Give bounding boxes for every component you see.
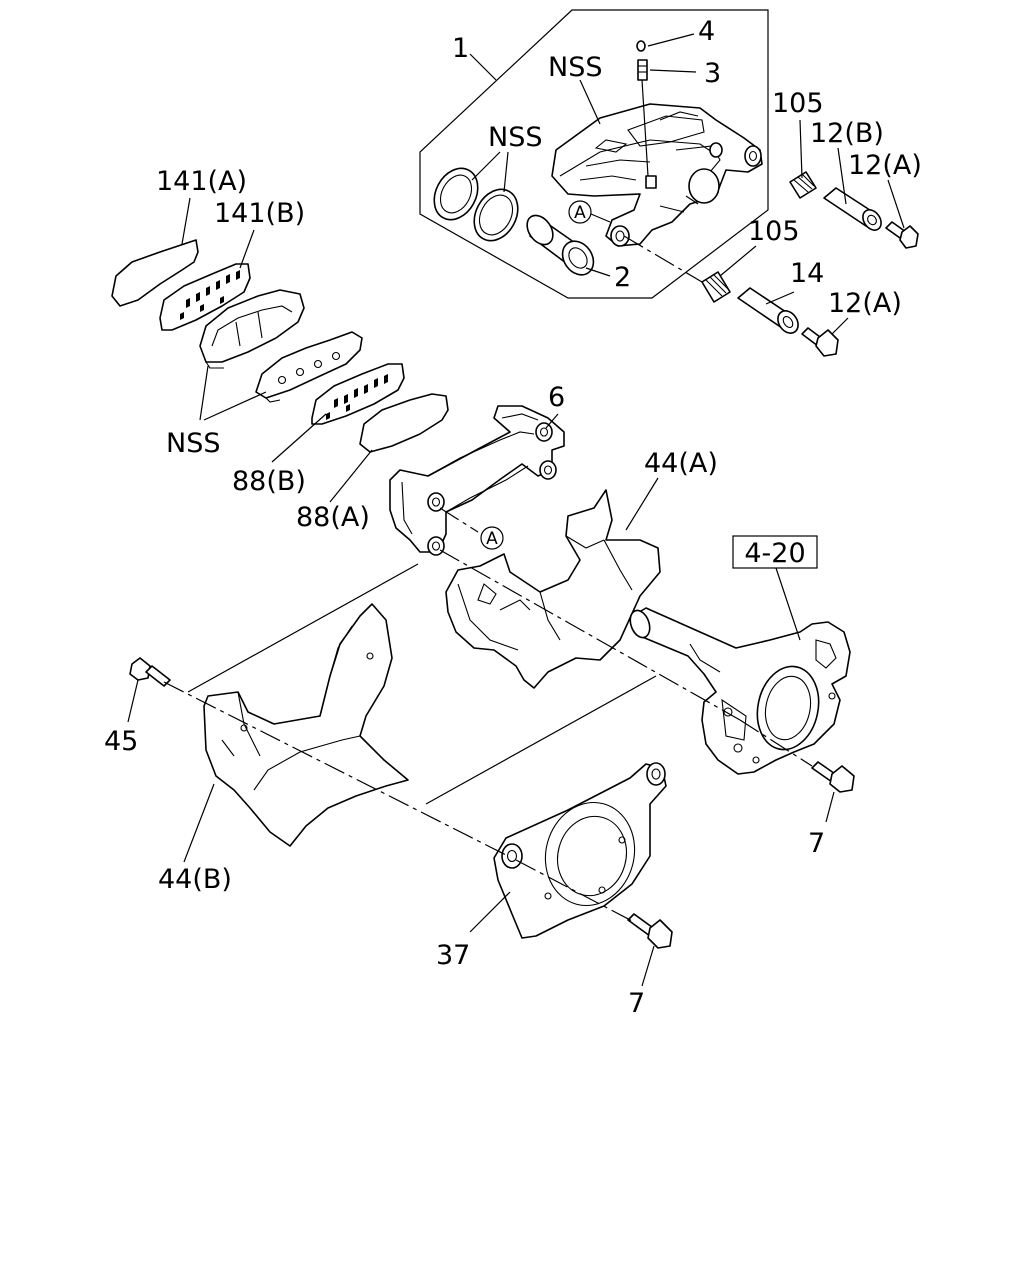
callout-3: 3 bbox=[704, 58, 721, 89]
adapter-plate bbox=[493, 762, 667, 939]
callout-2: 2 bbox=[614, 262, 631, 293]
shim-88a bbox=[359, 393, 449, 453]
callout-nss-caliper: NSS bbox=[548, 52, 602, 83]
callout-105-upper: 105 bbox=[772, 88, 824, 119]
callout-88a: 88(A) bbox=[296, 502, 370, 533]
slide-pin-12b bbox=[823, 187, 882, 231]
callout-45: 45 bbox=[104, 726, 138, 757]
callout-7-bottom: 7 bbox=[628, 988, 645, 1019]
callout-44a: 44(A) bbox=[644, 448, 718, 479]
piston bbox=[526, 214, 595, 276]
dust-shield-44a bbox=[445, 489, 661, 689]
callout-4: 4 bbox=[698, 16, 715, 47]
shim-141a bbox=[111, 239, 199, 307]
piston-seal-outer bbox=[433, 167, 479, 221]
bolt-7-right bbox=[811, 761, 855, 793]
brake-pad-outer bbox=[199, 289, 305, 369]
shim-141b bbox=[159, 263, 251, 331]
steering-knuckle bbox=[629, 607, 851, 775]
callout-6: 6 bbox=[548, 382, 565, 413]
callout-12b: 12(B) bbox=[810, 118, 884, 149]
reference-box-label: 4-20 bbox=[744, 538, 805, 569]
dust-shield-44b bbox=[203, 603, 409, 847]
bleeder-cap bbox=[636, 40, 646, 52]
bolt-7-bottom bbox=[627, 913, 673, 949]
callout-labels: 1 4 3 NSS NSS 105 12(B) 12(A) 141(A) 141… bbox=[104, 16, 922, 1019]
callout-141a: 141(A) bbox=[156, 166, 247, 197]
caliper-group-frame bbox=[419, 9, 769, 299]
callout-105-middle: 105 bbox=[748, 216, 800, 247]
reference-marker-a-upper: A bbox=[568, 200, 611, 224]
shim-88b bbox=[311, 363, 405, 425]
slide-pin-boot-middle bbox=[701, 271, 731, 303]
reference-box[interactable]: 4-20 bbox=[732, 535, 818, 569]
bolt-12a-middle bbox=[801, 327, 839, 357]
svg-text:A: A bbox=[574, 203, 586, 223]
callout-37: 37 bbox=[436, 940, 470, 971]
bolt-12a-upper bbox=[885, 221, 919, 249]
callout-44b: 44(B) bbox=[158, 864, 232, 895]
assembly-lines bbox=[163, 235, 813, 923]
slide-pin-14 bbox=[737, 287, 799, 334]
callout-14: 14 bbox=[790, 258, 824, 289]
bolt-45 bbox=[129, 657, 171, 687]
callout-nss-seals: NSS bbox=[488, 122, 542, 153]
svg-text:A: A bbox=[486, 529, 498, 549]
bleeder-screw bbox=[637, 59, 649, 177]
callout-1: 1 bbox=[452, 33, 469, 64]
piston-seal-inner bbox=[473, 188, 519, 242]
callout-nss-pads: NSS bbox=[166, 428, 220, 459]
caliper-body bbox=[551, 103, 763, 247]
brake-pad-inner bbox=[255, 331, 363, 403]
caliper-bracket bbox=[389, 405, 565, 556]
leader-lines bbox=[127, 33, 905, 987]
callout-12a-upper: 12(A) bbox=[848, 150, 922, 181]
slide-pin-boot-upper bbox=[789, 171, 817, 199]
callout-141b: 141(B) bbox=[214, 198, 305, 229]
callout-7-right: 7 bbox=[808, 828, 825, 859]
callout-12a-middle: 12(A) bbox=[828, 288, 902, 319]
callout-88b: 88(B) bbox=[232, 466, 306, 497]
reference-marker-a-lower: A bbox=[480, 526, 504, 550]
